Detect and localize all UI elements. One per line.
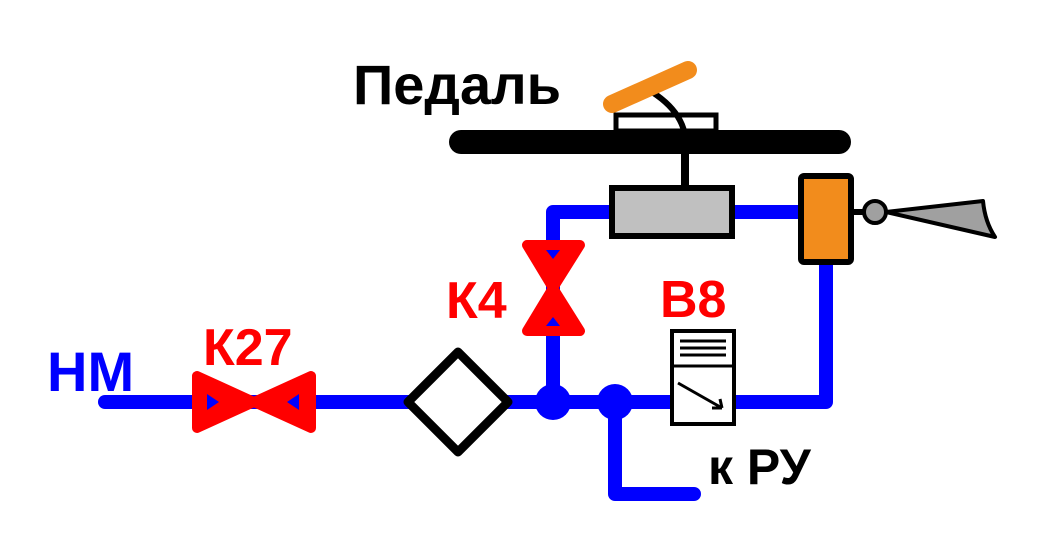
label-valve-b8: В8 xyxy=(660,271,726,329)
pedal-bracket xyxy=(613,112,719,134)
solenoid-flow-arrow xyxy=(712,398,724,410)
valve-arrow-icon xyxy=(546,250,560,259)
label-valve-k27: К27 xyxy=(203,319,293,377)
diamond-filter-icon xyxy=(403,347,513,457)
solenoid-valve-icon xyxy=(670,329,736,426)
valve-arrow-icon xyxy=(546,317,560,326)
pipe-b8-to-actuator xyxy=(728,255,833,409)
pedal-bar xyxy=(449,130,851,154)
valve-k4[interactable] xyxy=(522,240,585,336)
solenoid-flow-line xyxy=(677,381,723,410)
label-outlet: к РУ xyxy=(708,439,812,495)
pedal-spring xyxy=(650,89,690,151)
label-inlet: НМ xyxy=(47,340,134,403)
valve-arrow-icon xyxy=(287,394,299,410)
valve-arrow-icon xyxy=(207,394,219,410)
pipe-k4-branch xyxy=(546,205,619,409)
actuator xyxy=(798,173,854,265)
pipe-to-ru xyxy=(608,395,701,501)
junction-dot xyxy=(597,384,633,420)
junction-dot xyxy=(535,384,571,420)
pedal-assembly xyxy=(449,61,851,190)
pedal-icon[interactable] xyxy=(603,61,697,113)
double-triangle-valve-icon xyxy=(192,371,316,433)
label-valve-k4: К4 xyxy=(446,272,507,330)
double-triangle-valve-icon xyxy=(522,240,585,336)
valve-k27[interactable] xyxy=(192,371,316,433)
horn-pivot xyxy=(862,199,888,225)
horn-assembly xyxy=(798,173,997,265)
horn-icon xyxy=(884,199,997,239)
cylinder xyxy=(609,185,735,239)
solenoid-valve-b8[interactable] xyxy=(670,329,736,426)
label-pedal: Педаль xyxy=(353,53,561,116)
